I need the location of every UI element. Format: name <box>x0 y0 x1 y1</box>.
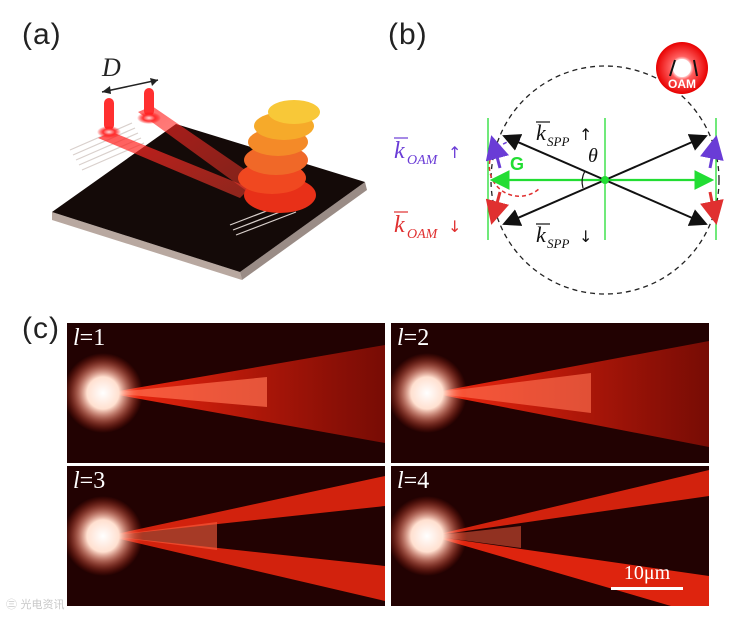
theta-arc <box>581 170 586 189</box>
panel-b-label: (b) <box>388 18 428 51</box>
field-map-l1: l=1 <box>67 323 385 463</box>
substrate-side <box>240 182 367 280</box>
k-oam-down-right <box>700 191 724 225</box>
k-spp-down-label: k SPP ↓ <box>536 222 592 251</box>
svg-text:SPP: SPP <box>547 134 569 149</box>
watermark: ㊂ 光电资讯 <box>6 598 65 611</box>
oam-badge-label: OAM <box>668 77 696 91</box>
field-map-l2: l=2 <box>391 323 709 463</box>
map-label-l4: l=4 <box>397 468 430 494</box>
theta-label: θ <box>588 145 598 167</box>
origin-point <box>601 176 609 184</box>
spacing-label: D <box>101 53 121 82</box>
map-label-l3: l=3 <box>73 468 106 494</box>
svg-text:OAM: OAM <box>407 227 439 242</box>
spacing-arrow <box>101 79 159 93</box>
field-map-l4: l=4 10μm <box>391 466 709 606</box>
k-spp-up-right <box>604 134 708 181</box>
spp-beam-1 <box>98 132 250 198</box>
svg-text:k: k <box>394 212 405 238</box>
svg-text:↓: ↓ <box>448 217 461 236</box>
k-spp-down-left <box>502 179 606 226</box>
svg-text:k: k <box>536 120 547 145</box>
field-map-l2-image <box>391 323 709 463</box>
panel-a-label: (a) <box>22 18 62 51</box>
k-spp-up-label: k SPP ↑ <box>536 120 592 149</box>
spp-circle <box>490 65 720 295</box>
svg-text:↑: ↑ <box>448 143 461 162</box>
map-label-l2: l=2 <box>397 325 430 351</box>
svg-text:k: k <box>536 222 547 247</box>
incident-spot-1 <box>97 126 121 138</box>
field-map-l3: l=3 <box>67 466 385 606</box>
k-spp-down-right <box>604 179 708 226</box>
k-oam-up-label: k OAM ↑ <box>394 138 461 168</box>
incident-beam-1 <box>104 98 114 130</box>
svg-text:OAM: OAM <box>407 153 439 168</box>
svg-text:↓: ↓ <box>579 227 592 246</box>
svg-text:k: k <box>394 138 405 164</box>
svg-text:↑: ↑ <box>579 125 592 144</box>
incident-beam-2 <box>144 88 154 116</box>
scale-bar-label: 10μm <box>623 562 671 584</box>
scale-bar: 10μm <box>611 562 683 590</box>
k-oam-down-label: k OAM ↓ <box>394 212 461 242</box>
map-label-l1: l=1 <box>73 325 106 351</box>
k-oam-up-left <box>485 135 510 169</box>
k-oam-up-right <box>700 135 724 169</box>
svg-text:SPP: SPP <box>547 236 569 251</box>
scale-bar-line <box>611 587 683 590</box>
spp-beam-2 <box>138 106 260 192</box>
oam-badge-icon: OAM <box>656 42 708 94</box>
field-map-l3-image <box>67 466 385 606</box>
field-map-l1-image <box>67 323 385 463</box>
oam-helix <box>238 100 320 213</box>
grating-vector-label: G <box>510 154 524 174</box>
incident-spot-2 <box>137 112 161 124</box>
panel-c-label: (c) <box>22 312 60 345</box>
wavevector-diagram: θ G k SPP ↑ k SPP ↓ k OAM ↑ k OAM ↓ OAM <box>394 42 724 295</box>
oam-circle-lower <box>488 159 541 197</box>
k-spp-up-left <box>502 134 606 181</box>
substrate-edge <box>52 212 242 280</box>
device-illustration: D <box>52 53 367 280</box>
k-oam-down-left <box>485 191 510 225</box>
